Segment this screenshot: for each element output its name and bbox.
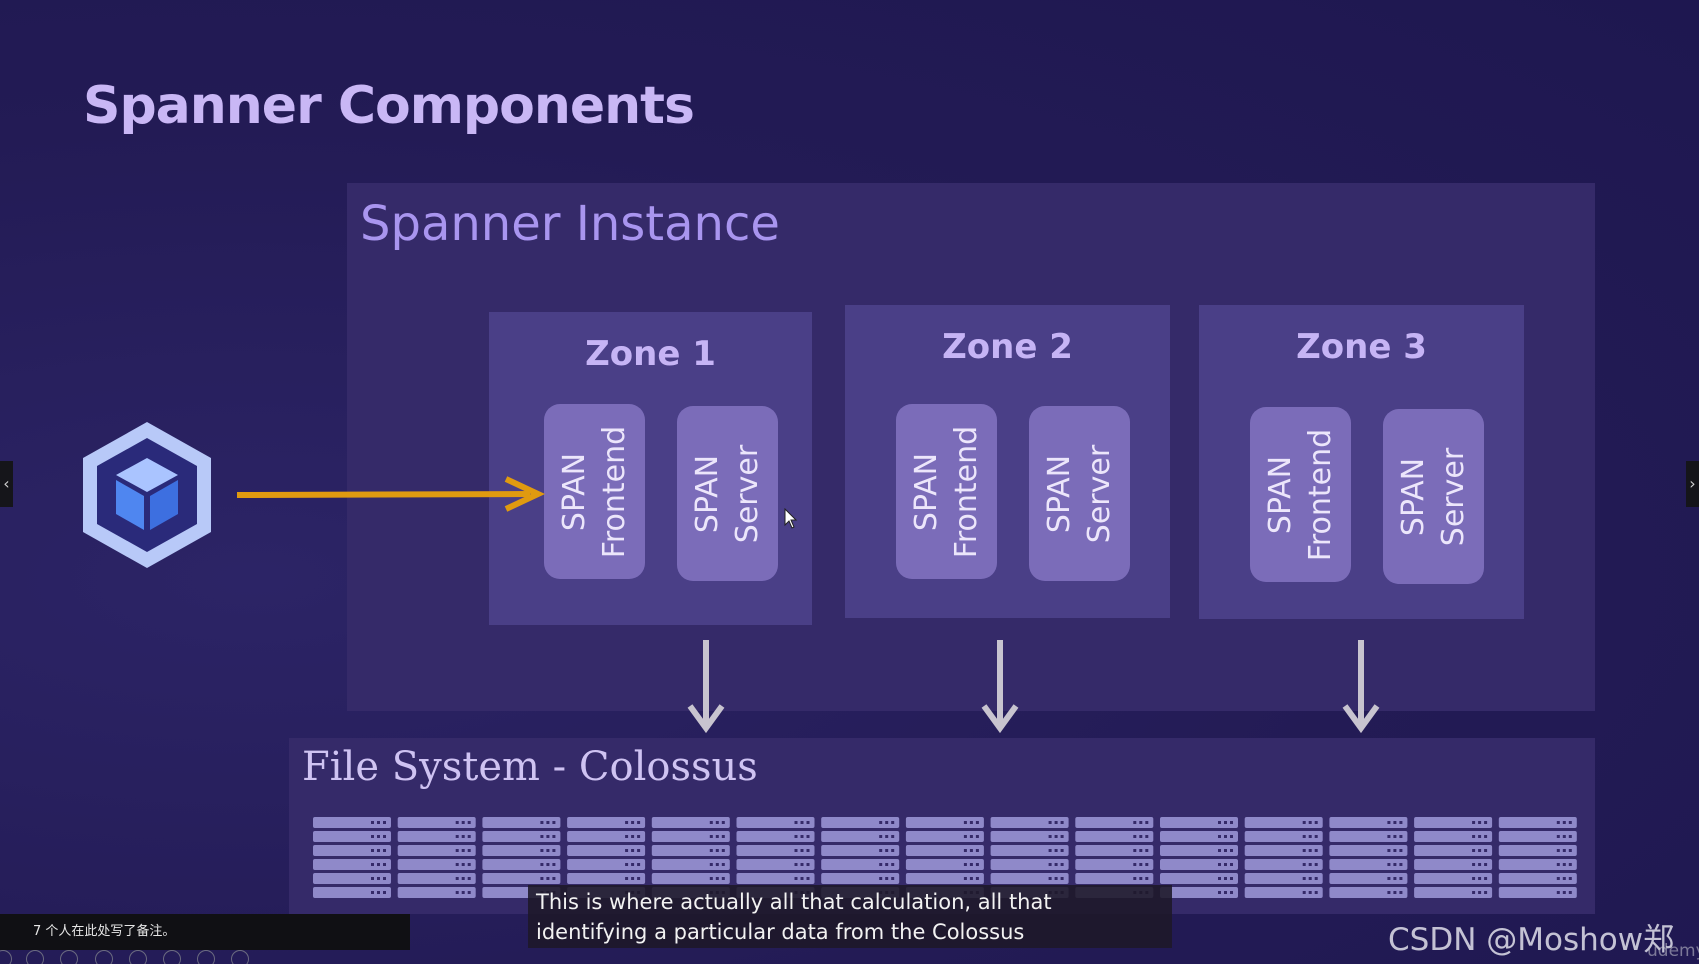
- settings-icon[interactable]: [197, 950, 215, 964]
- server-rack-icon: [1498, 817, 1577, 898]
- zone-3: Zone 3 SPAN Frontend SPAN Server: [1199, 305, 1524, 619]
- pen-icon[interactable]: [60, 950, 78, 964]
- subtitles-icon[interactable]: [163, 950, 181, 964]
- span-server-box: SPAN Server: [1029, 406, 1130, 581]
- udemy-logo: udemy: [1647, 941, 1699, 961]
- span-server-box: SPAN Server: [677, 406, 778, 581]
- back-icon[interactable]: [0, 950, 12, 964]
- span-frontend-box: SPAN Frontend: [544, 404, 645, 579]
- zone-title: Zone 2: [942, 327, 1073, 367]
- zone-1: Zone 1 SPAN Frontend SPAN Server: [489, 312, 812, 625]
- forward-icon[interactable]: [26, 950, 44, 964]
- zone-2: Zone 2 SPAN Frontend SPAN Server: [845, 305, 1170, 618]
- next-arrow-icon[interactable]: ›: [1686, 461, 1699, 507]
- span-server-box: SPAN Server: [1383, 409, 1484, 584]
- slide-title: Spanner Components: [83, 76, 695, 136]
- server-rack-icon: [1414, 817, 1493, 898]
- server-rack-icon: [313, 817, 391, 898]
- server-rack-icon: [1160, 817, 1238, 898]
- down-arrow: [1342, 640, 1380, 734]
- zone-title: Zone 3: [1296, 327, 1427, 367]
- server-rack-icon: [397, 817, 476, 898]
- span-frontend-box: SPAN Frontend: [1250, 407, 1351, 582]
- spanner-hex-icon: [83, 422, 211, 568]
- filesystem-label: File System - Colossus: [302, 744, 758, 790]
- watermark: CSDN @Moshow郑锴: [1388, 922, 1675, 958]
- prev-arrow-icon[interactable]: ‹: [0, 461, 13, 507]
- zoom-icon[interactable]: [129, 950, 147, 964]
- span-frontend-box: SPAN Frontend: [896, 404, 997, 579]
- down-arrow: [687, 640, 725, 734]
- server-rack-icon: [1244, 817, 1323, 898]
- player-toolbar: [0, 950, 260, 964]
- client-arrow: [236, 476, 546, 512]
- cursor-icon: [784, 508, 798, 529]
- more-icon[interactable]: [231, 950, 249, 964]
- notes-banner[interactable]: 7 个人在此处写了备注。: [0, 914, 410, 950]
- subtitle-caption: This is where actually all that calculat…: [528, 885, 1172, 948]
- copy-icon[interactable]: [95, 950, 113, 964]
- server-rack-icon: [1329, 817, 1408, 898]
- spanner-instance-label: Spanner Instance: [360, 196, 780, 252]
- down-arrow: [981, 640, 1019, 734]
- zone-title: Zone 1: [585, 334, 716, 374]
